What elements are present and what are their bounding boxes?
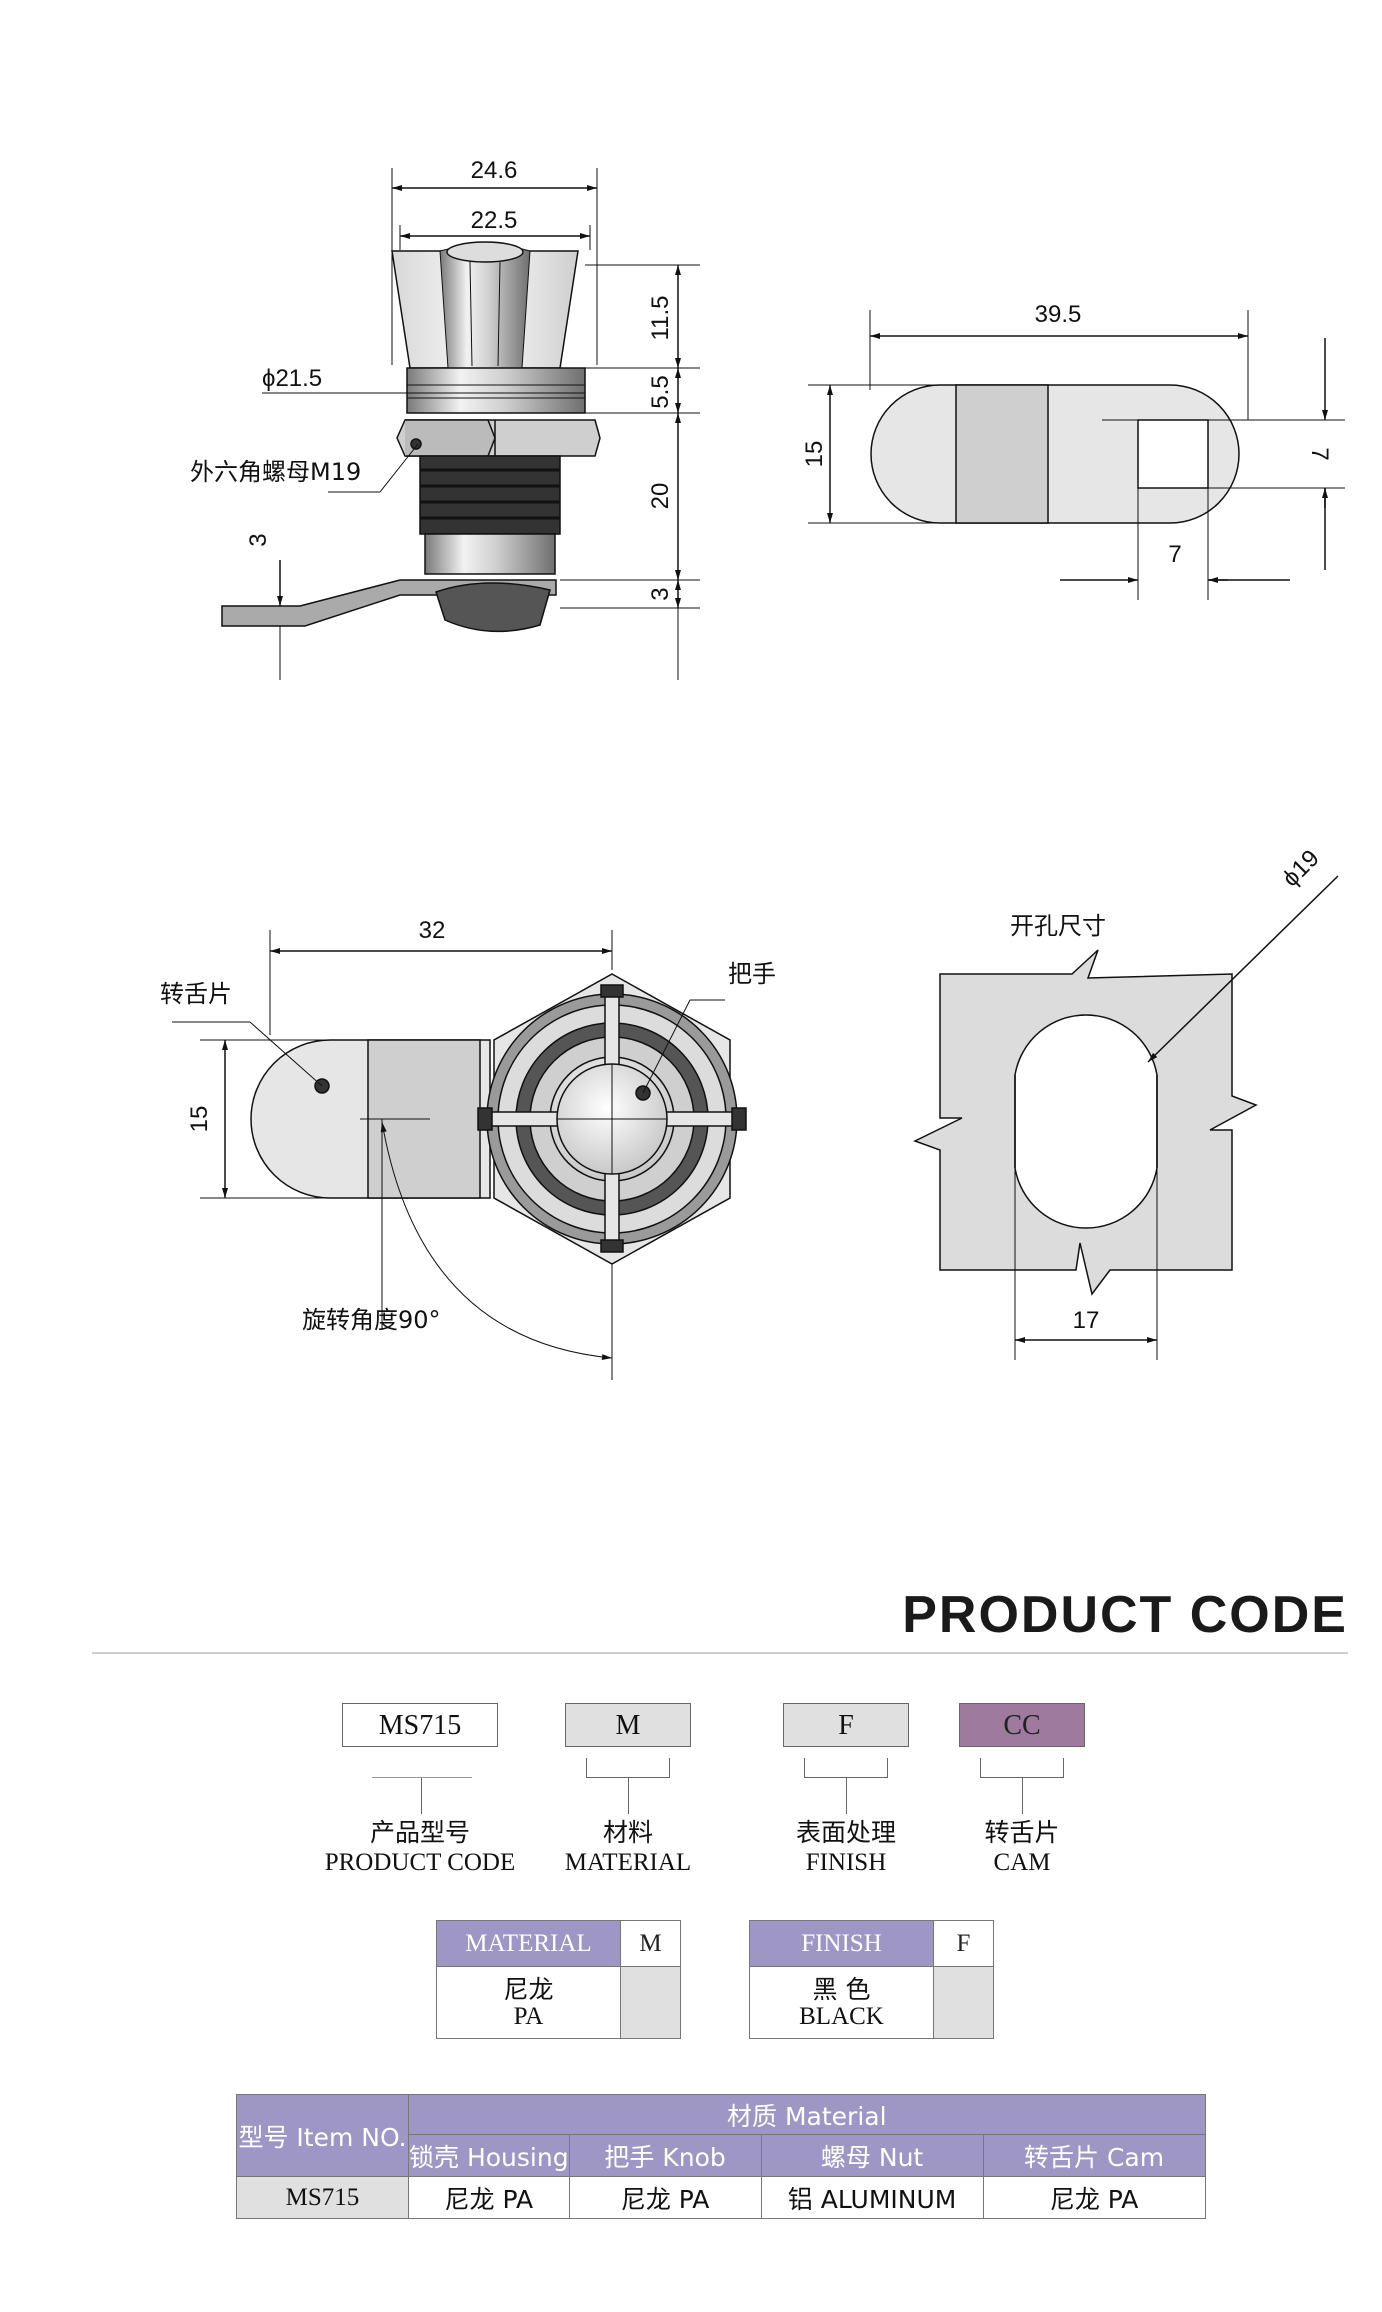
bracket-stem-product bbox=[421, 1778, 422, 1814]
dim-knob-height: 11.5 bbox=[647, 296, 674, 341]
spec-row-knob: 尼龙 PA bbox=[568, 2176, 762, 2219]
code-label-cam-zh: 转舌片 bbox=[984, 1818, 1060, 1847]
code-box-product: MS715 bbox=[342, 1703, 498, 1747]
bracket-stem-cam bbox=[1022, 1778, 1023, 1814]
material-value-zh: 尼龙 bbox=[503, 1974, 554, 2004]
dim-front-length: 32 bbox=[419, 917, 446, 944]
spec-row-nut: 铝 ALUMINUM bbox=[760, 2176, 984, 2219]
code-box-material: M bbox=[565, 1703, 691, 1747]
bracket-finish bbox=[804, 1758, 888, 1778]
material-table-value: 尼龙 PA bbox=[436, 1966, 621, 2039]
code-label-product-zh: 产品型号 bbox=[369, 1818, 470, 1847]
spec-row-item: MS715 bbox=[236, 2176, 409, 2219]
finish-table-blank bbox=[933, 1966, 994, 2039]
dim-flat-width: 17 bbox=[1073, 1307, 1100, 1334]
material-table-header: MATERIAL bbox=[436, 1920, 621, 1967]
dim-square-height: 7 bbox=[1306, 447, 1333, 460]
spec-row-housing: 尼龙 PA bbox=[408, 2176, 570, 2219]
dim-cam-width: 15 bbox=[801, 441, 828, 468]
code-label-product: 产品型号 PRODUCT CODE bbox=[320, 1818, 520, 1878]
code-label-finish-en: FINISH bbox=[805, 1849, 887, 1876]
label-rotation: 旋转角度90° bbox=[302, 1306, 441, 1334]
front-view-labels: 32 15 转舌片 把手 旋转角度90° bbox=[160, 917, 776, 1334]
cam-view bbox=[808, 310, 1345, 600]
code-box-finish: F bbox=[783, 1703, 909, 1747]
cam-view-labels: 39.5 15 7 7 bbox=[801, 301, 1333, 568]
dim-square-width: 7 bbox=[1168, 541, 1181, 568]
spec-col-nut: 螺母 Nut bbox=[760, 2134, 984, 2177]
bracket-stem-finish bbox=[846, 1778, 847, 1814]
code-label-finish: 表面处理 FINISH bbox=[770, 1818, 922, 1878]
dim-cam-thickness: 3 bbox=[647, 587, 674, 600]
finish-table-code: F bbox=[933, 1920, 994, 1967]
divider bbox=[92, 1652, 1348, 1654]
code-label-cam-en: CAM bbox=[993, 1849, 1051, 1876]
bracket-cam bbox=[980, 1758, 1064, 1778]
front-view bbox=[172, 930, 747, 1380]
dim-hole-diameter: ϕ19 bbox=[1277, 845, 1324, 892]
dim-knob-width: 22.5 bbox=[471, 207, 518, 234]
dim-neck-height: 5.5 bbox=[647, 375, 674, 408]
bracket-product bbox=[372, 1758, 472, 1778]
code-label-cam: 转舌片 CAM bbox=[946, 1818, 1098, 1878]
dim-neck-diameter: ϕ21.5 bbox=[262, 365, 322, 392]
dim-overall-width: 24.6 bbox=[471, 157, 518, 184]
spec-material-header: 材质 Material bbox=[408, 2094, 1206, 2135]
finish-value-zh: 黑 色 bbox=[812, 1974, 871, 2004]
spec-col-housing: 锁壳 Housing bbox=[408, 2134, 570, 2177]
material-value-en: PA bbox=[513, 2002, 544, 2030]
code-box-cam: CC bbox=[959, 1703, 1085, 1747]
product-code-title: PRODUCT CODE bbox=[902, 1586, 1348, 1644]
label-cutout-title: 开孔尺寸 bbox=[1010, 912, 1106, 940]
material-table-code: M bbox=[620, 1920, 681, 1967]
material-table: MATERIAL M 尼龙 PA bbox=[436, 1920, 681, 2039]
spec-col-cam: 转舌片 Cam bbox=[982, 2134, 1206, 2177]
spec-table: 型号 Item NO. 材质 Material 锁壳 Housing 把手 Kn… bbox=[236, 2094, 1206, 2219]
label-hex-nut: 外六角螺母M19 bbox=[190, 458, 361, 486]
material-table-blank bbox=[620, 1966, 681, 2039]
spec-item-header: 型号 Item NO. bbox=[236, 2094, 409, 2177]
finish-value-en: BLACK bbox=[799, 2002, 884, 2030]
bracket-material bbox=[586, 1758, 670, 1778]
bracket-stem-material bbox=[628, 1778, 629, 1814]
dim-cam-offset: 3 bbox=[245, 533, 272, 546]
code-label-finish-zh: 表面处理 bbox=[795, 1818, 896, 1847]
code-label-product-en: PRODUCT CODE bbox=[324, 1849, 516, 1876]
code-label-material: 材料 MATERIAL bbox=[552, 1818, 704, 1878]
side-view-labels: 24.6 22.5 ϕ21.5 11.5 5.5 20 3 3 外六角螺母M19 bbox=[190, 157, 674, 601]
dim-front-width: 15 bbox=[186, 1106, 213, 1133]
dim-body-length: 20 bbox=[647, 483, 674, 510]
dim-cam-length: 39.5 bbox=[1035, 301, 1082, 328]
label-knob: 把手 bbox=[728, 960, 776, 988]
finish-table: FINISH F 黑 色 BLACK bbox=[749, 1920, 994, 2039]
finish-table-header: FINISH bbox=[749, 1920, 934, 1967]
finish-table-value: 黑 色 BLACK bbox=[749, 1966, 934, 2039]
spec-col-knob: 把手 Knob bbox=[568, 2134, 762, 2177]
side-view bbox=[221, 168, 700, 680]
code-label-material-en: MATERIAL bbox=[564, 1849, 692, 1876]
code-label-material-zh: 材料 bbox=[602, 1818, 653, 1847]
label-cam: 转舌片 bbox=[160, 980, 232, 1008]
table-row: MS715 尼龙 PA 尼龙 PA 铝 ALUMINUM 尼龙 PA bbox=[236, 2176, 1206, 2219]
cutout-view bbox=[913, 875, 1339, 1360]
spec-row-cam: 尼龙 PA bbox=[982, 2176, 1206, 2219]
technical-drawings: 24.6 22.5 ϕ21.5 11.5 5.5 20 3 3 外六角螺母M19… bbox=[160, 157, 1345, 1380]
